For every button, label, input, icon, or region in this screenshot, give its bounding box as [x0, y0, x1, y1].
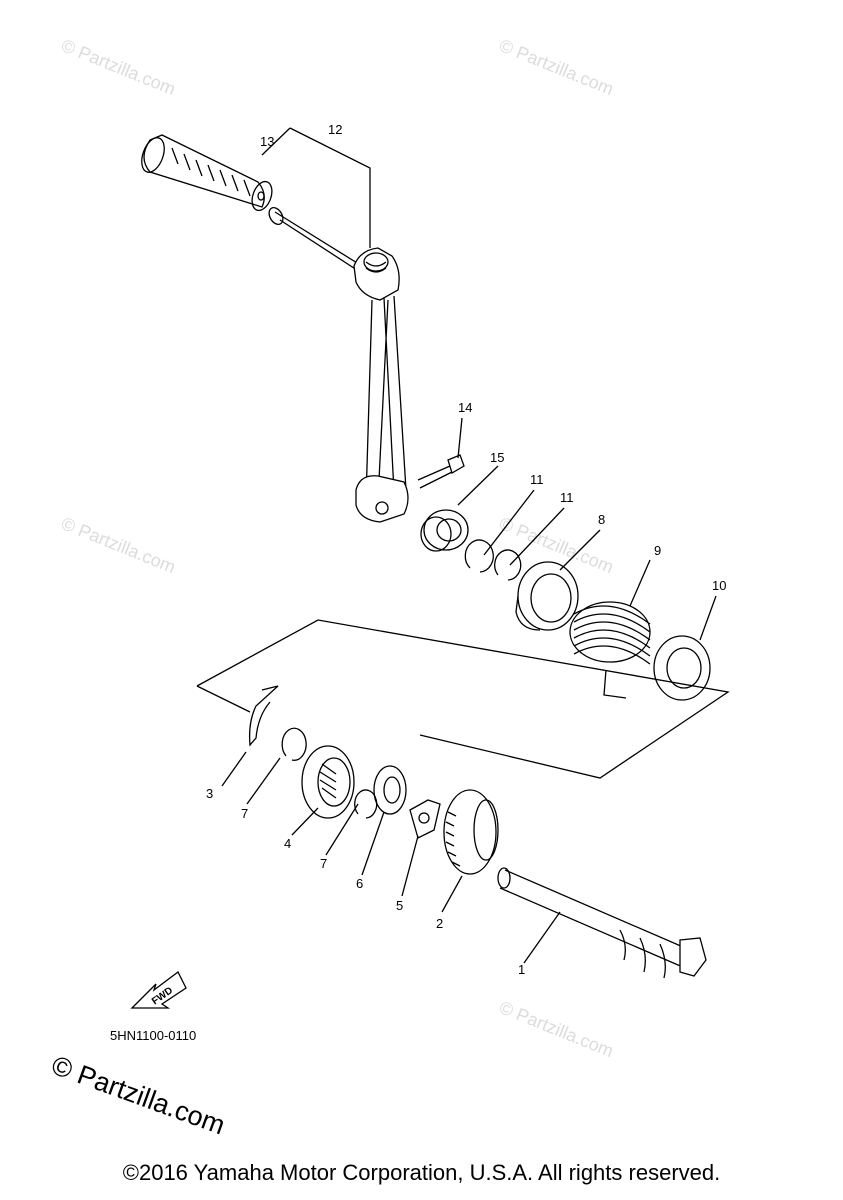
kick-gear-part-2	[443, 789, 499, 875]
watermarks: © Partzilla.com © Partzilla.com © Partzi…	[59, 35, 617, 1061]
spring-cover-part-8	[515, 561, 579, 631]
washer-part-6	[373, 765, 407, 815]
kick-grip-part-13	[141, 134, 273, 212]
callout-15: 15	[490, 450, 504, 465]
callout-5: 5	[396, 898, 403, 913]
callout-7: 7	[241, 806, 248, 821]
callout-11: 11	[530, 472, 544, 487]
watermark: © Partzilla.com	[497, 997, 617, 1061]
circlip-part-11	[464, 539, 522, 581]
copyright-notice: ©2016 Yamaha Motor Corporation, U.S.A. A…	[122, 1160, 721, 1185]
clip-part-3	[248, 685, 279, 747]
plate-part-5	[409, 799, 441, 839]
callout-8: 8	[598, 512, 605, 527]
part-code: 5HN1100-0110	[110, 1028, 196, 1043]
callouts: 1 2 3 4 5 6 7 7 8 9 10 11 11 12 13 14 15	[206, 122, 726, 977]
oil-seal-part-15	[420, 509, 469, 552]
spring-guide-part-10	[653, 635, 711, 701]
leader-lines	[221, 127, 717, 964]
circlip-part-7	[281, 727, 378, 819]
fwd-arrow-icon	[130, 971, 187, 1009]
callout-3: 3	[206, 786, 213, 801]
watermark: © Partzilla.com	[497, 35, 617, 99]
callout-6: 6	[356, 876, 363, 891]
watermark: © Partzilla.com	[59, 513, 179, 577]
watermark: © Partzilla.com	[59, 35, 179, 99]
callout-7: 7	[320, 856, 327, 871]
callout-11: 11	[560, 490, 574, 505]
callout-2: 2	[436, 916, 443, 931]
callout-14: 14	[458, 400, 472, 415]
callout-1: 1	[518, 962, 525, 977]
torsion-spring-part-9	[569, 601, 651, 699]
ratchet-wheel-part-4	[301, 745, 355, 819]
kick-axle-part-1	[497, 867, 707, 979]
assembly-outline	[196, 619, 730, 779]
callout-10: 10	[712, 578, 726, 593]
callout-12: 12	[328, 122, 342, 137]
callout-13: 13	[260, 134, 274, 149]
kick-lever-part-12	[268, 206, 409, 523]
bolt-part-14	[417, 454, 465, 489]
callout-9: 9	[654, 543, 661, 558]
callout-4: 4	[284, 836, 291, 851]
